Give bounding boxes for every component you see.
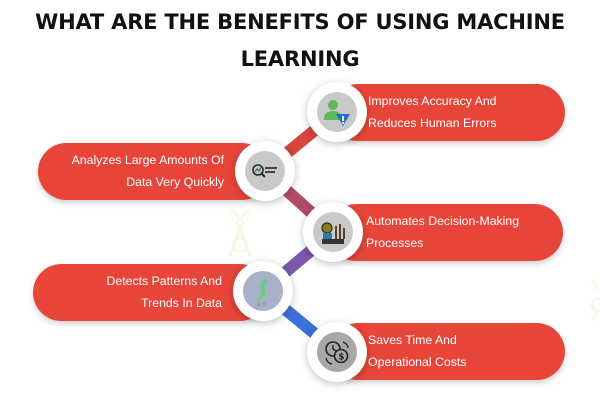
- benefit-node-2: [235, 141, 295, 201]
- automation-gear-icon: [321, 222, 345, 244]
- data-analytics-icon: [252, 164, 277, 178]
- benefit-node-1: [307, 82, 367, 142]
- benefit-node-5: $: [307, 322, 367, 382]
- user-warning-icon: [324, 100, 350, 126]
- page-title: WHAT ARE THE BENEFITS OF USING MACHINE: [35, 10, 565, 34]
- svg-text:ℝ ℕ: ℝ ℕ: [257, 302, 267, 308]
- page-title-line2: LEARNING: [240, 47, 360, 71]
- pattern-trend-icon: ℝ ℕ: [257, 279, 267, 308]
- benefit-node-3: [303, 202, 363, 262]
- benefit-node-4: ℝ ℕ: [233, 261, 293, 321]
- watermark-logo-icon: [590, 279, 600, 321]
- time-money-icon: $: [325, 341, 349, 365]
- watermark-logo-icon: [228, 208, 252, 258]
- svg-text:$: $: [338, 353, 344, 363]
